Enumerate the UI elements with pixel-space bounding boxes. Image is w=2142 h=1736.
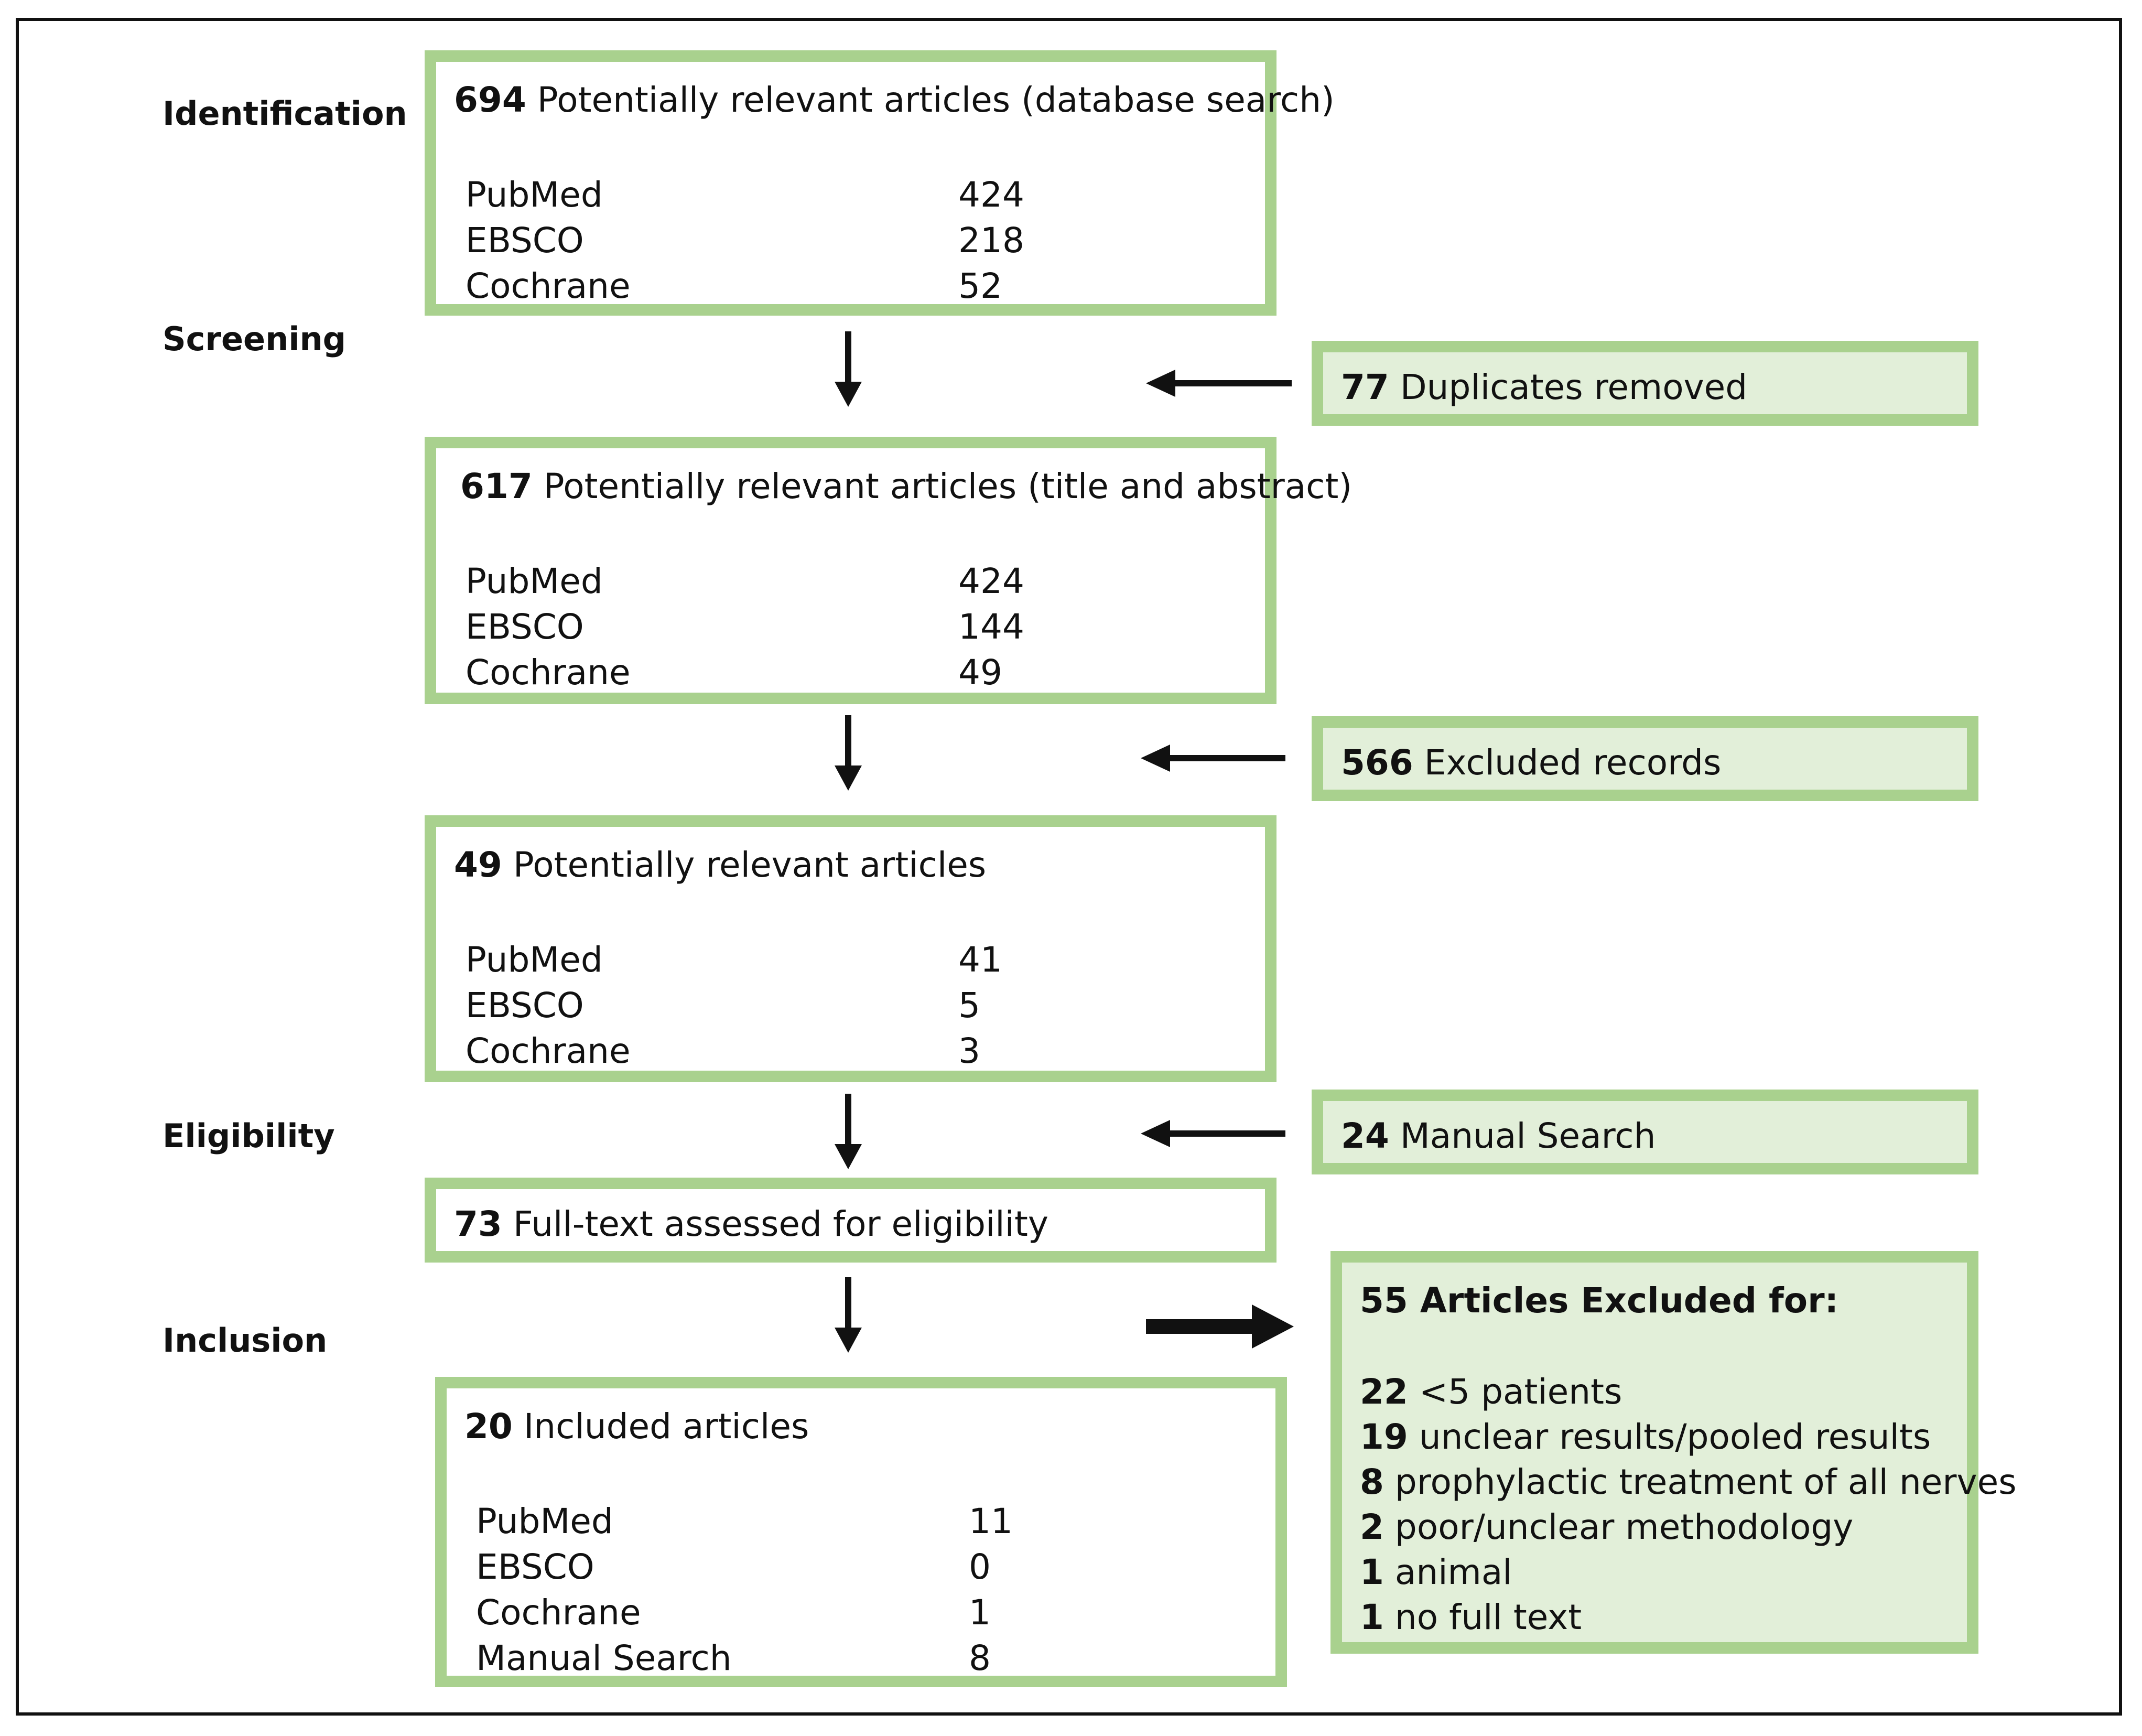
- source-value: 49: [958, 652, 1002, 693]
- left-arrow-duplicates: [1146, 370, 1292, 397]
- full-text-count: 73: [454, 1204, 502, 1244]
- source-label: Cochrane: [466, 266, 631, 306]
- reason-label: poor/unclear methodology: [1394, 1507, 1854, 1547]
- duplicates-title: 77 Duplicates removed: [1341, 367, 1747, 407]
- exclusion-reason: 8 prophylactic treatment of all nerves: [1360, 1462, 2017, 1502]
- source-label: EBSCO: [476, 1547, 594, 1587]
- excluded-records-label: Excluded records: [1424, 742, 1722, 783]
- excluded-articles-box: 55 Articles Excluded for: 22 <5 patients…: [1330, 1251, 2017, 1654]
- manual-search-label: Manual Search: [1400, 1116, 1656, 1156]
- excluded-records-count: 566: [1341, 742, 1413, 783]
- database-search-label: Potentially relevant articles (database …: [537, 80, 1335, 120]
- source-value: 52: [958, 266, 1002, 306]
- manual-search-title: 24 Manual Search: [1341, 1116, 1656, 1156]
- reason-count: 2: [1360, 1507, 1384, 1547]
- source-value: 5: [958, 985, 980, 1026]
- source-label: PubMed: [476, 1501, 613, 1541]
- included-title: 20 Included articles: [464, 1406, 809, 1447]
- exclusion-reason: 22 <5 patients: [1360, 1372, 1622, 1412]
- source-label: Cochrane: [466, 1031, 631, 1071]
- stage-screening: Screening: [163, 320, 346, 358]
- title-abstract-title: 617 Potentially relevant articles (title…: [460, 466, 1352, 506]
- source-label: EBSCO: [466, 607, 584, 647]
- source-label: PubMed: [466, 940, 603, 980]
- exclusion-reason: 2 poor/unclear methodology: [1360, 1507, 1853, 1547]
- reason-count: 1: [1360, 1597, 1384, 1637]
- source-label: EBSCO: [466, 220, 584, 261]
- reason-count: 19: [1360, 1417, 1408, 1457]
- source-value: 1: [969, 1592, 991, 1633]
- source-value: 11: [969, 1501, 1013, 1541]
- left-arrow-excluded-records: [1141, 745, 1285, 772]
- relevant-label: Potentially relevant articles: [513, 845, 987, 885]
- title-abstract-box: 617 Potentially relevant articles (title…: [425, 437, 1352, 704]
- excluded-records-title: 566 Excluded records: [1341, 742, 1721, 783]
- source-label: PubMed: [466, 561, 603, 601]
- figure-frame: [16, 18, 2122, 1716]
- included-count: 20: [464, 1406, 513, 1447]
- duplicates-count: 77: [1341, 367, 1389, 407]
- exclusion-reason: 19 unclear results/pooled results: [1360, 1417, 1931, 1457]
- reason-label: unclear results/pooled results: [1419, 1417, 1931, 1457]
- reason-label: <5 patients: [1419, 1372, 1622, 1412]
- included-label: Included articles: [523, 1406, 809, 1447]
- database-search-box: 694 Potentially relevant articles (datab…: [425, 50, 1335, 316]
- source-label: EBSCO: [466, 985, 584, 1026]
- stage-inclusion: Inclusion: [163, 1321, 328, 1360]
- full-text-title: 73 Full-text assessed for eligibility: [454, 1204, 1048, 1244]
- reason-label: animal: [1394, 1552, 1512, 1592]
- relevant-title: 49 Potentially relevant articles: [454, 845, 986, 885]
- down-arrow-1: [835, 331, 862, 407]
- reason-label: prophylactic treatment of all nerves: [1394, 1462, 2017, 1502]
- down-arrow-4: [835, 1277, 862, 1353]
- down-arrow-3: [835, 1094, 862, 1169]
- exclusion-reason: 1 no full text: [1360, 1597, 1582, 1637]
- database-search-title: 694 Potentially relevant articles (datab…: [454, 80, 1335, 120]
- reason-count: 8: [1360, 1462, 1384, 1502]
- source-value: 144: [958, 607, 1024, 647]
- relevant-articles-box: 49 Potentially relevant articles PubMed …: [425, 815, 1276, 1082]
- exclusion-reason: 1 animal: [1360, 1552, 1512, 1592]
- source-value: 41: [958, 940, 1002, 980]
- excluded-articles-title: 55 Articles Excluded for:: [1360, 1280, 1839, 1321]
- source-value: 3: [958, 1031, 980, 1071]
- duplicates-removed-box: 77 Duplicates removed: [1312, 341, 1978, 426]
- source-value: 8: [969, 1638, 991, 1678]
- source-label: Cochrane: [466, 652, 631, 693]
- reason-count: 1: [1360, 1552, 1384, 1592]
- manual-search-count: 24: [1341, 1116, 1389, 1156]
- duplicates-label: Duplicates removed: [1400, 367, 1748, 407]
- reason-count: 22: [1360, 1372, 1408, 1412]
- left-arrow-manual-search: [1141, 1120, 1285, 1147]
- reason-label: no full text: [1394, 1597, 1582, 1637]
- down-arrow-2: [835, 715, 862, 791]
- right-arrow-excluded-articles: [1146, 1304, 1294, 1349]
- excluded-records-box: 566 Excluded records: [1312, 716, 1978, 801]
- source-label: PubMed: [466, 175, 603, 215]
- source-label: Manual Search: [476, 1638, 732, 1678]
- relevant-count: 49: [454, 845, 502, 885]
- stage-eligibility: Eligibility: [163, 1117, 335, 1155]
- source-value: 424: [958, 175, 1024, 215]
- full-text-box: 73 Full-text assessed for eligibility: [425, 1178, 1276, 1263]
- source-label: Cochrane: [476, 1592, 641, 1633]
- included-articles-box: 20 Included articles PubMed 11 EBSCO 0 C…: [435, 1377, 1287, 1687]
- source-value: 218: [958, 220, 1024, 261]
- stage-identification: Identification: [163, 94, 407, 133]
- manual-search-box: 24 Manual Search: [1312, 1090, 1978, 1174]
- database-search-count: 694: [454, 80, 526, 120]
- source-value: 0: [969, 1547, 991, 1587]
- full-text-label: Full-text assessed for eligibility: [513, 1204, 1048, 1244]
- title-abstract-label: Potentially relevant articles (title and…: [543, 466, 1353, 506]
- title-abstract-count: 617: [460, 466, 533, 506]
- source-value: 424: [958, 561, 1024, 601]
